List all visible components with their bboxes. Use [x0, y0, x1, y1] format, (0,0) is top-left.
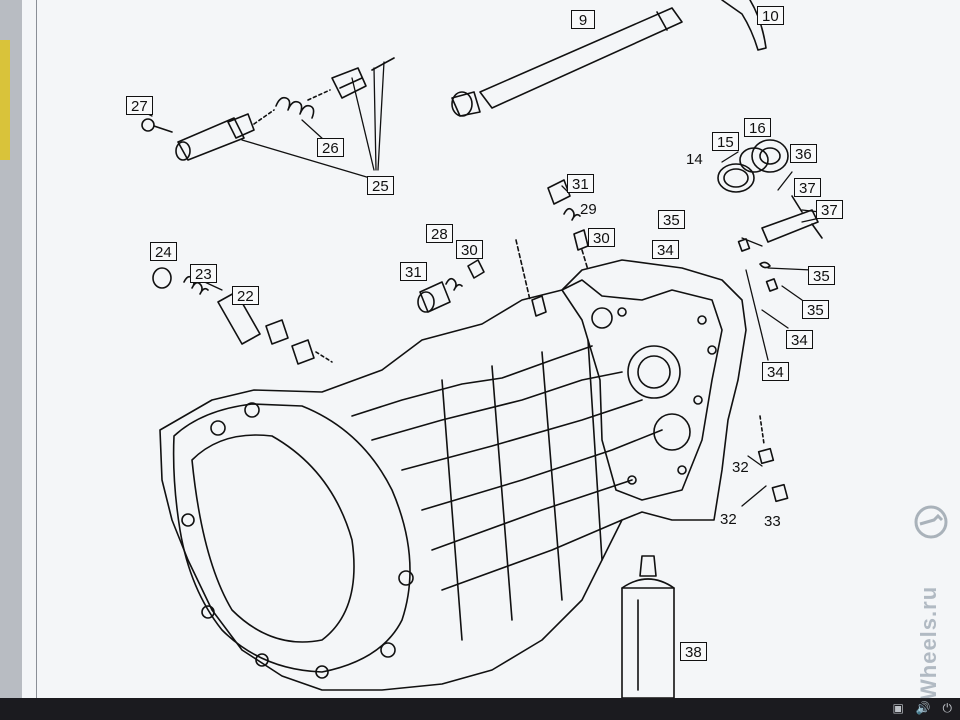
network-icon[interactable]: ▣ [892, 701, 904, 715]
system-tray: ▣ 🔊 ⏻ [885, 701, 952, 716]
part-label-22: 22 [232, 286, 259, 305]
part-label-30b: 30 [588, 228, 615, 247]
volume-icon[interactable]: 🔊 [915, 701, 931, 715]
part-label-34c: 34 [762, 362, 789, 381]
selector-shaft-9 [451, 7, 683, 117]
opel-logo-icon [914, 505, 948, 539]
taskbar: ▣ 🔊 ⏻ [0, 698, 960, 720]
part-label-32a: 32 [732, 459, 749, 476]
part-label-16: 16 [744, 118, 771, 137]
part-label-35c: 35 [802, 300, 829, 319]
part-label-35a: 35 [658, 210, 685, 229]
part-label-33: 33 [764, 513, 781, 530]
part-label-25: 25 [367, 176, 394, 195]
bezel-strip [0, 40, 10, 160]
monitor-bezel [0, 0, 22, 700]
part-label-38: 38 [680, 642, 707, 661]
bracket-36 [761, 195, 823, 243]
leader-lines [139, 61, 821, 507]
part-label-37a: 37 [794, 178, 821, 197]
watermark-text: Wheels.ru [916, 585, 941, 698]
part-label-29: 29 [580, 201, 597, 218]
part-label-14: 14 [686, 151, 703, 168]
part-label-15: 15 [712, 132, 739, 151]
part-label-9: 9 [571, 10, 595, 29]
part-label-28: 28 [426, 224, 453, 243]
gearbox-housing [159, 259, 747, 691]
part-label-34a: 34 [652, 240, 679, 259]
part-label-23: 23 [190, 264, 217, 283]
power-icon[interactable]: ⏻ [942, 701, 953, 715]
part-label-35b: 35 [808, 266, 835, 285]
part-label-30a: 30 [456, 240, 483, 259]
part-label-31a: 31 [567, 174, 594, 193]
part-label-32b: 32 [720, 511, 737, 528]
part-label-24: 24 [150, 242, 177, 261]
exploded-gearbox-diagram [139, 0, 823, 698]
part-label-31b: 31 [400, 262, 427, 281]
plunger-set-22-24 [152, 267, 333, 365]
part-label-36: 36 [790, 144, 817, 163]
bearing-seal-set [717, 139, 789, 193]
part-label-37b: 37 [816, 200, 843, 219]
part-label-27: 27 [126, 96, 153, 115]
part-label-34b: 34 [786, 330, 813, 349]
part-label-10: 10 [757, 6, 784, 25]
plunger-set-28-31 [417, 179, 589, 317]
sealant-tube-38 [621, 555, 675, 698]
diagram-screen: 9 10 14 15 16 22 23 24 25 26 27 28 29 30… [22, 0, 960, 698]
detent-assembly-25 [141, 57, 395, 161]
frame-line [36, 0, 37, 698]
part-label-26: 26 [317, 138, 344, 157]
pins-32-35 [737, 238, 789, 503]
